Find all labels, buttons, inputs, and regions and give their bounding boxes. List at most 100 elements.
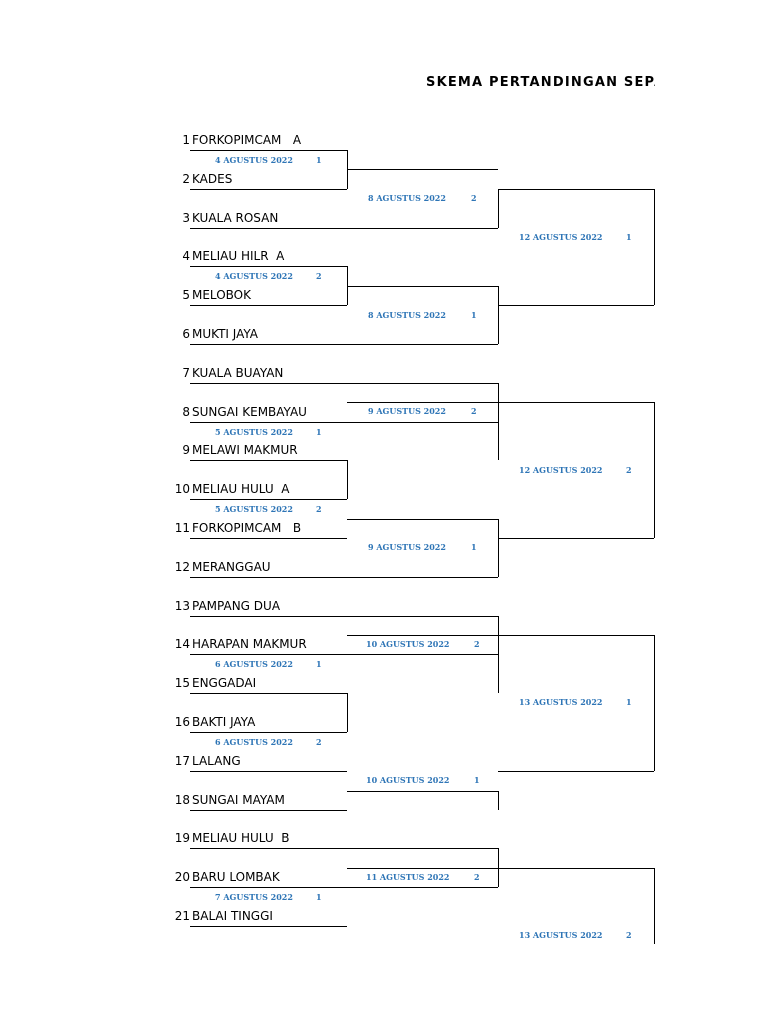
bracket-line: [190, 344, 498, 345]
bracket-line: [498, 771, 654, 772]
team-number: 16: [174, 715, 190, 729]
team-number: 14: [174, 637, 190, 652]
bracket-line: [190, 460, 347, 462]
bracket-line: [190, 188, 347, 190]
team-number: 17: [174, 753, 190, 768]
team-name: MERANGGAU: [192, 559, 271, 574]
team-number: 11: [174, 521, 190, 535]
team-number: 9: [182, 443, 190, 458]
bracket-line: [190, 926, 347, 927]
bracket-line: [347, 790, 498, 792]
match-date: 12 AGUSTUS 2022: [519, 465, 603, 475]
bracket-line: [190, 227, 498, 229]
match-code: 2: [471, 406, 477, 416]
team-name: BALAI TINGGI: [192, 909, 273, 923]
match-code: 1: [316, 659, 322, 669]
bracket-line: [498, 382, 499, 461]
bracket-line: [347, 868, 498, 869]
bracket-line: [347, 266, 348, 306]
bracket-line: [498, 286, 499, 344]
team-number: 3: [182, 210, 190, 225]
bracket-line: [190, 305, 347, 307]
team-name: MUKTI JAYA: [192, 327, 258, 341]
match-code: 2: [474, 872, 480, 882]
bracket-line: [190, 421, 498, 423]
team-number: 4: [182, 249, 190, 264]
team-name: KUALA ROSAN: [192, 210, 279, 225]
team-name: MELIAU HULU A: [192, 482, 290, 497]
bracket-line: [498, 519, 499, 577]
team-number: 21: [174, 909, 190, 923]
team-number: 20: [174, 870, 190, 885]
match-code: 1: [471, 542, 477, 552]
team-number: 7: [182, 365, 190, 380]
bracket-line: [347, 635, 498, 636]
match-date: 5 AGUSTUS 2022: [215, 427, 293, 437]
team-name: MELOBOK: [192, 288, 251, 303]
match-code: 1: [626, 232, 632, 242]
bracket-line: [654, 189, 655, 305]
bracket-line: [190, 654, 498, 656]
team-name: PAMPANG DUA: [192, 598, 281, 613]
match-date: 6 AGUSTUS 2022: [215, 659, 293, 669]
match-date: 5 AGUSTUS 2022: [215, 504, 293, 514]
match-date: 6 AGUSTUS 2022: [215, 737, 293, 747]
match-code: 1: [316, 892, 322, 902]
bracket-line: [190, 576, 498, 578]
match-date: 13 AGUSTUS 2022: [519, 697, 603, 707]
bracket-line: [498, 189, 654, 190]
match-date: 4 AGUSTUS 2022: [215, 155, 293, 165]
bracket-line: [190, 809, 347, 811]
match-code: 2: [626, 465, 632, 475]
match-code: 2: [316, 271, 322, 281]
team-name: MELIAU HULU B: [192, 831, 290, 846]
bracket-line: [190, 499, 347, 501]
bracket-line: [654, 635, 655, 771]
match-date: 10 AGUSTUS 2022: [366, 775, 450, 785]
bracket-line: [190, 150, 347, 151]
match-date: 9 AGUSTUS 2022: [368, 542, 446, 552]
team-number: 18: [174, 792, 190, 807]
team-number: 19: [174, 831, 190, 846]
team-name: ENGGADAI: [192, 676, 257, 691]
team-name: MELIAU HILR A: [192, 249, 285, 264]
match-code: 1: [626, 697, 632, 707]
page-title: SKEMA PERTANDINGAN SEPAK BOLA: [426, 75, 655, 90]
bracket-line: [498, 615, 499, 694]
bracket-line: [498, 538, 654, 539]
bracket-line: [347, 402, 498, 403]
bracket-line: [190, 693, 347, 695]
bracket-line: [190, 538, 347, 539]
bracket-line: [190, 266, 347, 268]
team-number: 5: [182, 288, 190, 303]
match-date: 4 AGUSTUS 2022: [215, 271, 293, 281]
match-code: 2: [626, 930, 632, 940]
bracket-line: [498, 848, 499, 888]
team-number: 8: [182, 404, 190, 419]
bracket-line: [498, 868, 654, 869]
bracket-line: [347, 460, 348, 500]
match-date: 13 AGUSTUS 2022: [519, 930, 603, 940]
team-number: 10: [174, 482, 190, 497]
team-number: 15: [174, 676, 190, 691]
match-code: 1: [474, 775, 480, 785]
team-name: FORKOPIMCAM B: [192, 521, 302, 535]
team-name: SUNGAI KEMBAYAU: [192, 404, 307, 419]
match-code: 2: [316, 737, 322, 747]
team-name: BARU LOMBAK: [192, 870, 280, 885]
bracket-line: [498, 305, 654, 306]
team-number: 13: [174, 598, 190, 613]
